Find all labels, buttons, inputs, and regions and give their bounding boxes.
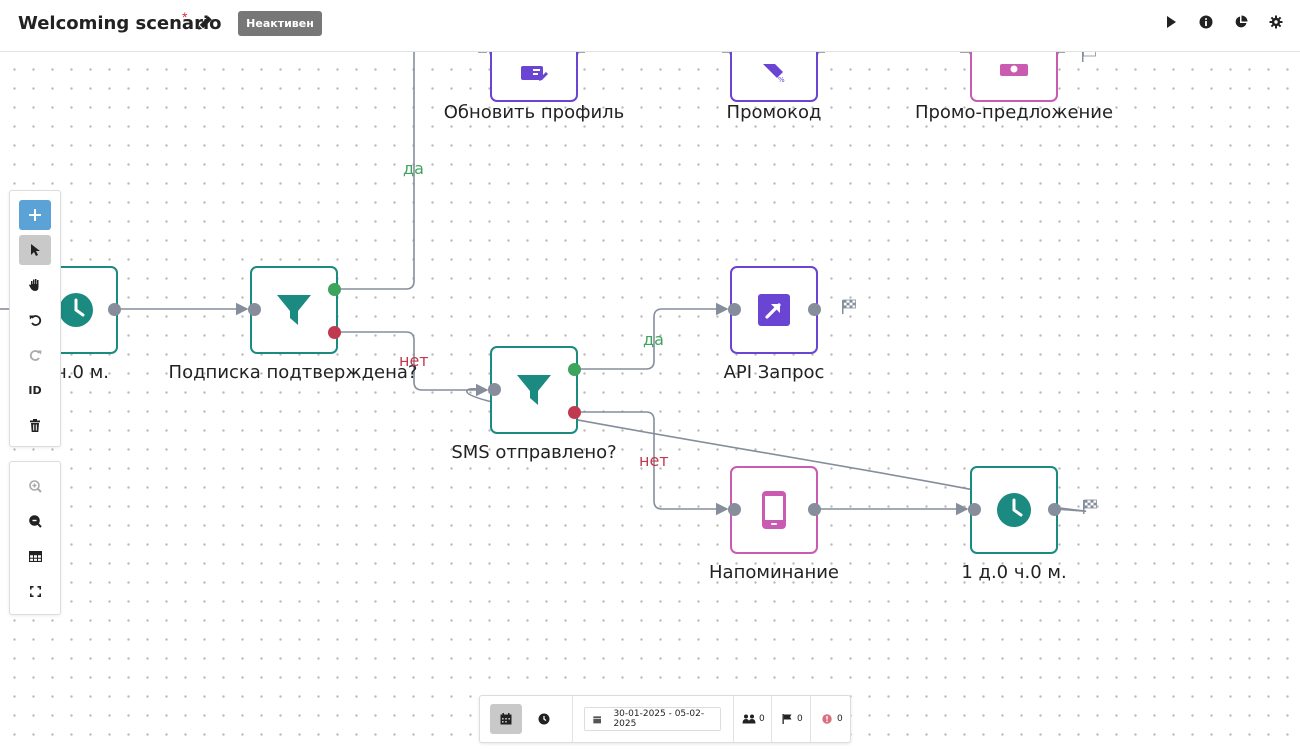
flags-count: 0 bbox=[797, 714, 803, 724]
calendar-mode-button[interactable] bbox=[490, 704, 522, 734]
header: Welcoming scenario * Неактивен bbox=[0, 0, 1300, 52]
select-tool-button[interactable] bbox=[19, 235, 51, 265]
port-in[interactable] bbox=[968, 503, 981, 516]
grid-button[interactable] bbox=[19, 541, 51, 571]
scenario-canvas[interactable]: Обновить профиль % Промокод Промо-предло… bbox=[0, 52, 1300, 750]
node-update-profile[interactable] bbox=[490, 52, 578, 102]
tools-panel: ID bbox=[9, 190, 61, 447]
time-mode-button[interactable] bbox=[528, 704, 560, 734]
zoom-in-button[interactable] bbox=[19, 471, 51, 501]
zoom-panel bbox=[9, 461, 61, 615]
port-out[interactable] bbox=[808, 303, 821, 316]
port-in[interactable] bbox=[248, 303, 261, 316]
connections bbox=[0, 52, 1087, 516]
pointer-icon bbox=[31, 244, 40, 256]
gear-icon[interactable] bbox=[1269, 15, 1283, 29]
filter-icon bbox=[517, 375, 551, 405]
node-label-update-profile: Обновить профиль bbox=[443, 102, 625, 123]
node-label-delay-right: 1 д.0 ч.0 м. bbox=[961, 562, 1067, 583]
finish-flag-icon bbox=[842, 299, 856, 314]
node-sms-filter[interactable] bbox=[490, 346, 578, 434]
promo-icon bbox=[1000, 64, 1028, 76]
node-promocode[interactable]: % bbox=[730, 52, 818, 102]
pencil-icon[interactable] bbox=[196, 14, 214, 32]
port-no[interactable] bbox=[328, 326, 341, 339]
port-in[interactable] bbox=[728, 303, 741, 316]
stats-bar: 30-01-2025 - 05-02-2025 0 0 0 bbox=[479, 695, 851, 743]
port-yes[interactable] bbox=[328, 283, 341, 296]
port-out[interactable] bbox=[808, 503, 821, 516]
node-label-reminder: Напоминание bbox=[709, 562, 839, 583]
undo-icon bbox=[29, 314, 41, 326]
add-icon bbox=[29, 209, 41, 221]
status-badge: Неактивен bbox=[238, 11, 322, 36]
node-subscription-filter[interactable] bbox=[250, 266, 338, 354]
users-count: 0 bbox=[759, 714, 765, 724]
calendar-icon bbox=[593, 715, 602, 723]
finish-flag-icon bbox=[1082, 52, 1096, 62]
node-promo-offer[interactable] bbox=[970, 52, 1058, 102]
flag-icon bbox=[782, 714, 792, 724]
pan-tool-button[interactable] bbox=[19, 270, 51, 300]
node-label-subscription-filter: Подписка подтверждена? bbox=[168, 362, 418, 383]
zoom-in-icon bbox=[28, 479, 42, 493]
hand-icon bbox=[29, 279, 39, 291]
trash-icon bbox=[30, 418, 40, 432]
mobile-phone-icon bbox=[762, 491, 786, 529]
clock-icon bbox=[59, 293, 93, 327]
add-node-button[interactable] bbox=[19, 200, 51, 230]
pie-chart-icon[interactable] bbox=[1234, 15, 1248, 29]
grid-icon bbox=[28, 550, 42, 562]
unsaved-marker: * bbox=[182, 9, 188, 25]
clock-icon bbox=[538, 713, 550, 725]
error-icon bbox=[822, 714, 832, 724]
edge-label-no-left: нет bbox=[399, 351, 429, 370]
user-card-icon bbox=[521, 66, 548, 81]
port-in[interactable] bbox=[728, 503, 741, 516]
port-yes[interactable] bbox=[568, 363, 581, 376]
delete-button[interactable] bbox=[19, 410, 51, 440]
calendar-icon bbox=[500, 713, 512, 725]
fullscreen-icon bbox=[29, 585, 41, 597]
play-icon[interactable] bbox=[1164, 15, 1178, 29]
errors-stat: 0 bbox=[822, 696, 843, 742]
scenario-title[interactable]: Welcoming scenario bbox=[18, 13, 222, 34]
undo-button[interactable] bbox=[19, 305, 51, 335]
redo-icon bbox=[29, 349, 41, 361]
date-range-picker[interactable]: 30-01-2025 - 05-02-2025 bbox=[584, 707, 721, 731]
info-icon[interactable] bbox=[1199, 15, 1213, 29]
fullscreen-button[interactable] bbox=[19, 576, 51, 606]
finish-flag-icon bbox=[1083, 499, 1097, 514]
redo-button[interactable] bbox=[19, 340, 51, 370]
node-label-sms-filter: SMS отправлено? bbox=[451, 442, 617, 463]
finished-stat: 0 bbox=[782, 696, 803, 742]
port-out[interactable] bbox=[108, 303, 121, 316]
node-delay-right[interactable] bbox=[970, 466, 1058, 554]
node-api-request[interactable] bbox=[730, 266, 818, 354]
node-label-promocode: Промокод bbox=[726, 102, 822, 123]
node-label-promo-offer: Промо-предложение bbox=[914, 102, 1114, 123]
id-button[interactable]: ID bbox=[28, 383, 42, 397]
errors-count: 0 bbox=[837, 714, 843, 724]
node-reminder[interactable] bbox=[730, 466, 818, 554]
port-out[interactable] bbox=[1048, 503, 1061, 516]
port-in[interactable] bbox=[488, 383, 501, 396]
svg-text:%: % bbox=[778, 76, 785, 84]
zoom-out-icon bbox=[28, 514, 42, 528]
users-stat: 0 bbox=[742, 696, 765, 742]
edge-label-yes-top: да bbox=[403, 159, 424, 178]
node-label-api-request: API Запрос bbox=[723, 362, 825, 383]
edge-label-yes-right: да bbox=[643, 330, 664, 349]
external-link-icon bbox=[758, 294, 790, 326]
edge-label-no-right: нет bbox=[639, 451, 669, 470]
tag-icon: % bbox=[763, 64, 785, 84]
port-no[interactable] bbox=[568, 406, 581, 419]
clock-icon bbox=[997, 493, 1031, 527]
date-range-text: 30-01-2025 - 05-02-2025 bbox=[613, 709, 705, 729]
users-icon bbox=[742, 714, 756, 724]
zoom-out-button[interactable] bbox=[19, 506, 51, 536]
filter-icon bbox=[277, 295, 311, 325]
